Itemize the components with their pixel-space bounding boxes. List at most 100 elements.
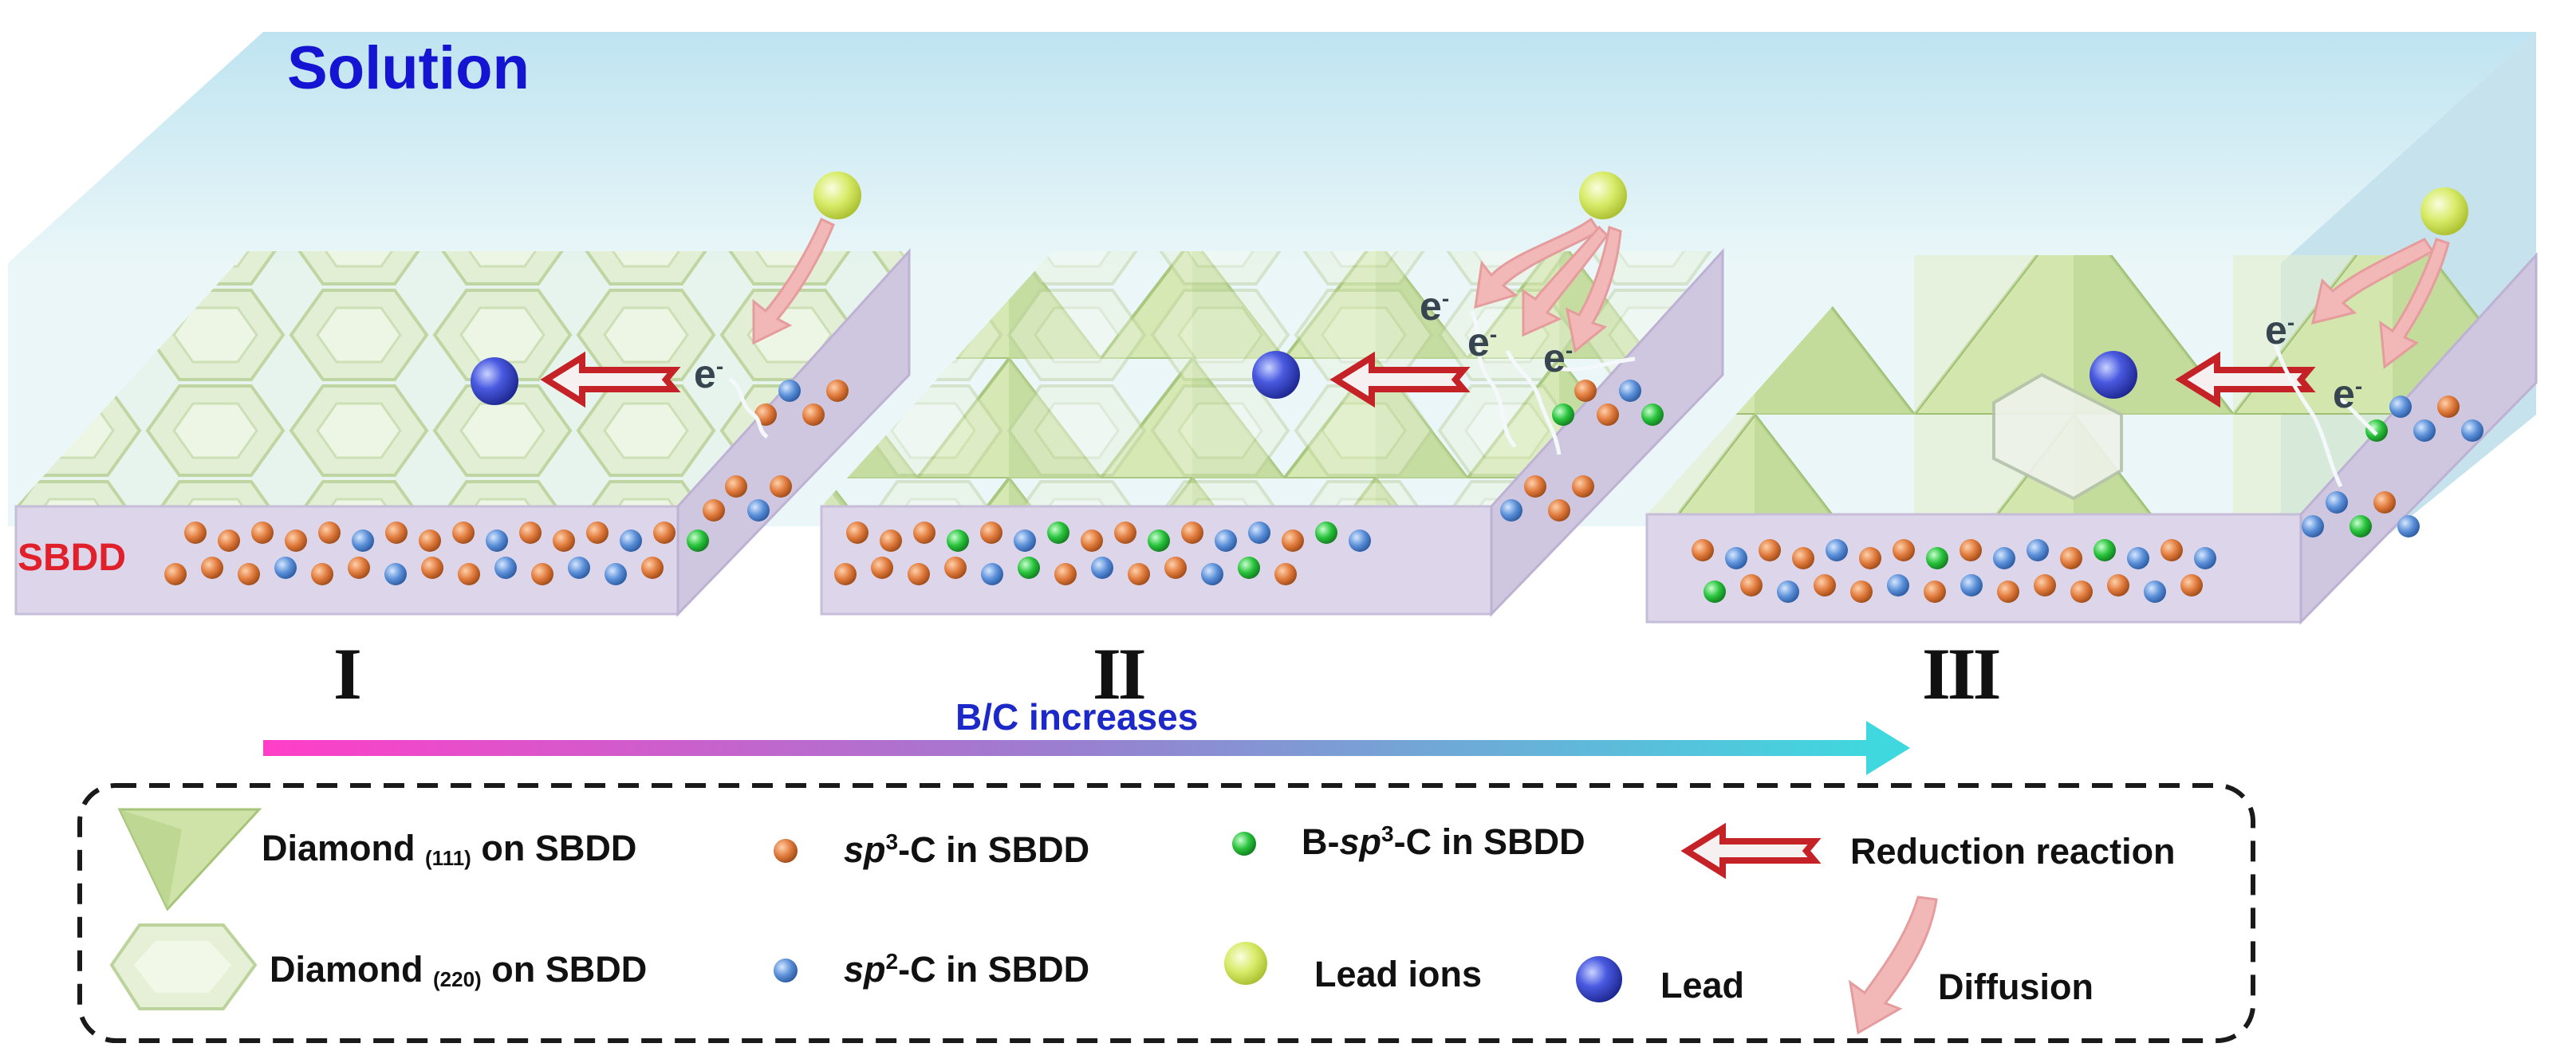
diffusion-arrow <box>2310 238 2435 325</box>
electron-label: e- <box>1467 320 1498 364</box>
sp2-particle <box>1500 499 1522 522</box>
sp2-particle-icon <box>774 959 798 982</box>
electron-label: e- <box>694 352 724 396</box>
sp3-particle <box>754 404 777 426</box>
legend-reduction: Reduction reaction <box>1850 831 2176 872</box>
legend-sp3: sp3-C in SBDD <box>844 829 1090 870</box>
bsp3-particle <box>2093 539 2116 561</box>
sp3-particle <box>586 522 609 544</box>
diffusion-arrow <box>2379 238 2450 369</box>
reduction-arrow <box>1329 351 1471 408</box>
substrate-label: SBDD <box>18 537 127 579</box>
sp3-particle <box>1274 563 1297 585</box>
lead-ion <box>2420 187 2468 235</box>
sp3-particle <box>725 475 747 498</box>
stage-2-side <box>1490 248 1724 617</box>
sp3-particle <box>1572 475 1594 498</box>
bsp3-particle <box>1018 557 1040 579</box>
lead-icon <box>1576 956 1622 1002</box>
diffusion-arrow <box>752 217 835 345</box>
legend-diffusion: Diffusion <box>1938 967 2093 1007</box>
stage-1-block <box>14 248 911 617</box>
sp3-particle <box>1164 557 1187 579</box>
sp3-particle <box>1850 581 1873 603</box>
stage-1-top <box>16 251 909 506</box>
sp3-particle <box>285 530 307 552</box>
sp2-particle <box>1725 547 1747 569</box>
bsp3-particle <box>1926 547 1948 569</box>
sp2-particle <box>1201 563 1223 585</box>
sp3-particle <box>1054 563 1077 585</box>
bsp3-particle <box>1148 530 1170 552</box>
sp2-particle <box>2194 547 2216 569</box>
sp3-particle <box>458 563 480 585</box>
sp2-particle <box>1619 380 1641 402</box>
bsp3-particle <box>1238 557 1260 579</box>
reduction-arrow <box>540 351 681 408</box>
sp2-particle <box>747 499 770 522</box>
sp3-particle <box>1548 499 1570 522</box>
sp2-particle <box>981 563 1003 585</box>
sp3-particle <box>1792 547 1814 569</box>
sp2-particle <box>1215 530 1237 552</box>
sp2-particle <box>1777 581 1799 603</box>
sp3-particle <box>251 522 274 544</box>
sp3-particle <box>1859 547 1881 569</box>
sp2-particle <box>620 530 642 552</box>
legend-frame <box>77 783 2255 1043</box>
sp3-particle <box>913 522 935 544</box>
sp2-particle <box>1887 574 1909 596</box>
sp2-particle <box>605 563 627 585</box>
sp3-particle <box>802 404 825 426</box>
electron-path <box>2271 334 2343 488</box>
sp3-particle <box>834 563 857 585</box>
sp3-particle <box>703 499 725 522</box>
sp3-particle <box>846 522 869 544</box>
sp2-particle <box>2027 539 2049 561</box>
sp3-particle <box>385 522 408 544</box>
legend-lead: Lead <box>1660 965 1745 1006</box>
sp2-particle <box>2389 396 2412 418</box>
sp2-particle <box>2326 491 2348 514</box>
sp2-particle <box>1014 530 1036 552</box>
particles <box>164 171 2483 603</box>
sp3-particle <box>2180 574 2203 596</box>
legend-lead-ions: Lead ions <box>1314 954 1483 994</box>
bsp3-particle <box>1704 581 1726 603</box>
sp2-particle <box>2302 515 2324 537</box>
sp3-particle <box>201 557 223 579</box>
sp3-particle <box>653 522 676 544</box>
sp3-particle <box>452 522 475 544</box>
sp3-particle <box>238 563 260 585</box>
electron-path <box>2339 397 2378 436</box>
lead <box>1252 351 1300 399</box>
sp2-particle <box>1091 557 1113 579</box>
sp2-particle <box>494 557 517 579</box>
bsp3-particle <box>687 530 709 552</box>
stage-2-label: II <box>1093 633 1147 715</box>
sp3-particle <box>2107 574 2129 596</box>
sp3-particle <box>770 475 792 498</box>
sp3-particle <box>2034 574 2056 596</box>
sp3-particle <box>553 530 575 552</box>
diamond-220-crystallite <box>1992 372 2123 501</box>
sp2-particle <box>2413 419 2436 442</box>
sp2-particle <box>2461 419 2483 442</box>
electron-label: e- <box>1543 336 1574 380</box>
sp3-particle <box>1692 539 1714 561</box>
sp3-particle <box>1997 581 2019 603</box>
sp3-particle <box>2373 491 2396 514</box>
electron-label: e- <box>1420 284 1450 329</box>
trend-arrow-head <box>1866 721 1910 775</box>
sp3-particle <box>1524 475 1546 498</box>
electron-path <box>1554 356 1636 372</box>
sp3-particle <box>1114 522 1136 544</box>
sp2-particle <box>778 380 801 402</box>
bsp3-particle-icon <box>1232 832 1256 856</box>
sp3-particle <box>641 557 664 579</box>
sp3-particle <box>980 522 1002 544</box>
sp3-particle-icon <box>774 839 798 863</box>
legend-icons <box>109 808 1938 1035</box>
sp3-particle <box>1814 574 1836 596</box>
sp3-particle <box>1960 539 1982 561</box>
